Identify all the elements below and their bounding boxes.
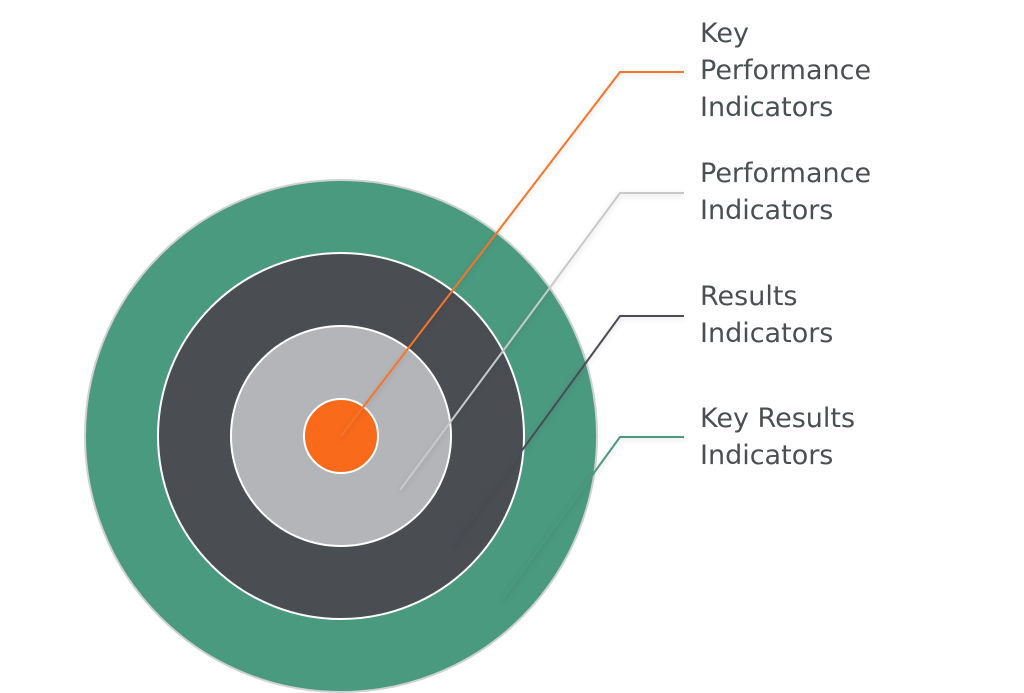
label-kpi-line1: Key (700, 18, 749, 49)
label-key-performance-indicators: Key Performance Indicators (700, 15, 1000, 126)
label-performance-indicators: Performance Indicators (700, 155, 1000, 229)
label-kri-line1: Key Results (700, 403, 856, 434)
label-kpi-line3: Indicators (700, 92, 834, 123)
label-kpi-line2: Performance (700, 55, 872, 86)
leader-line-kri (502, 436, 684, 599)
leader-lines (340, 71, 684, 599)
label-ri-line2: Indicators (700, 318, 834, 349)
leader-line-kpi (340, 71, 684, 437)
leader-line-pi (399, 192, 684, 491)
label-results-indicators: Results Indicators (700, 278, 1000, 352)
label-pi-line1: Performance (700, 158, 872, 189)
label-kri-line2: Indicators (700, 440, 834, 471)
label-pi-line2: Indicators (700, 195, 834, 226)
leader-line-ri (452, 315, 684, 546)
label-key-results-indicators: Key Results Indicators (700, 400, 1000, 474)
label-ri-line1: Results (700, 281, 798, 312)
